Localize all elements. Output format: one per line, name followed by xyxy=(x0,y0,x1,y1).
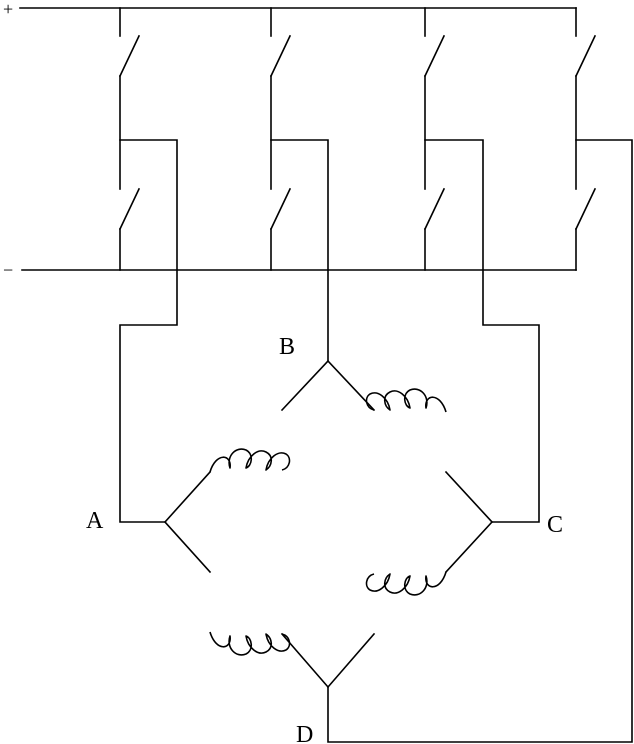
switch-leg-3 xyxy=(423,7,446,271)
switch-leg-1 xyxy=(118,7,141,271)
winding-c-d xyxy=(326,520,494,689)
switch-upper-3 xyxy=(423,34,446,78)
switch-lower-4 xyxy=(574,187,597,231)
winding-b-c xyxy=(326,359,494,524)
node-label-c: C xyxy=(547,512,563,538)
node-label-d: D xyxy=(296,722,313,744)
wire-to-node-a xyxy=(119,139,178,523)
node-label-b: B xyxy=(279,334,295,360)
positive-symbol: + xyxy=(3,0,13,19)
winding-d-a xyxy=(163,520,330,689)
wire-to-node-c xyxy=(424,139,540,523)
switch-lower-3 xyxy=(423,187,446,231)
negative-symbol: − xyxy=(3,260,13,280)
switch-upper-2 xyxy=(269,34,292,78)
wire-to-node-b xyxy=(270,139,329,362)
switch-upper-1 xyxy=(118,34,141,78)
switch-leg-4 xyxy=(574,7,597,271)
switch-lower-2 xyxy=(269,187,292,231)
switch-upper-4 xyxy=(574,34,597,78)
winding-a-b xyxy=(163,359,330,524)
wire-to-node-d xyxy=(327,139,633,743)
node-label-a: A xyxy=(86,508,104,534)
switch-leg-2 xyxy=(269,7,292,271)
switch-lower-1 xyxy=(118,187,141,231)
